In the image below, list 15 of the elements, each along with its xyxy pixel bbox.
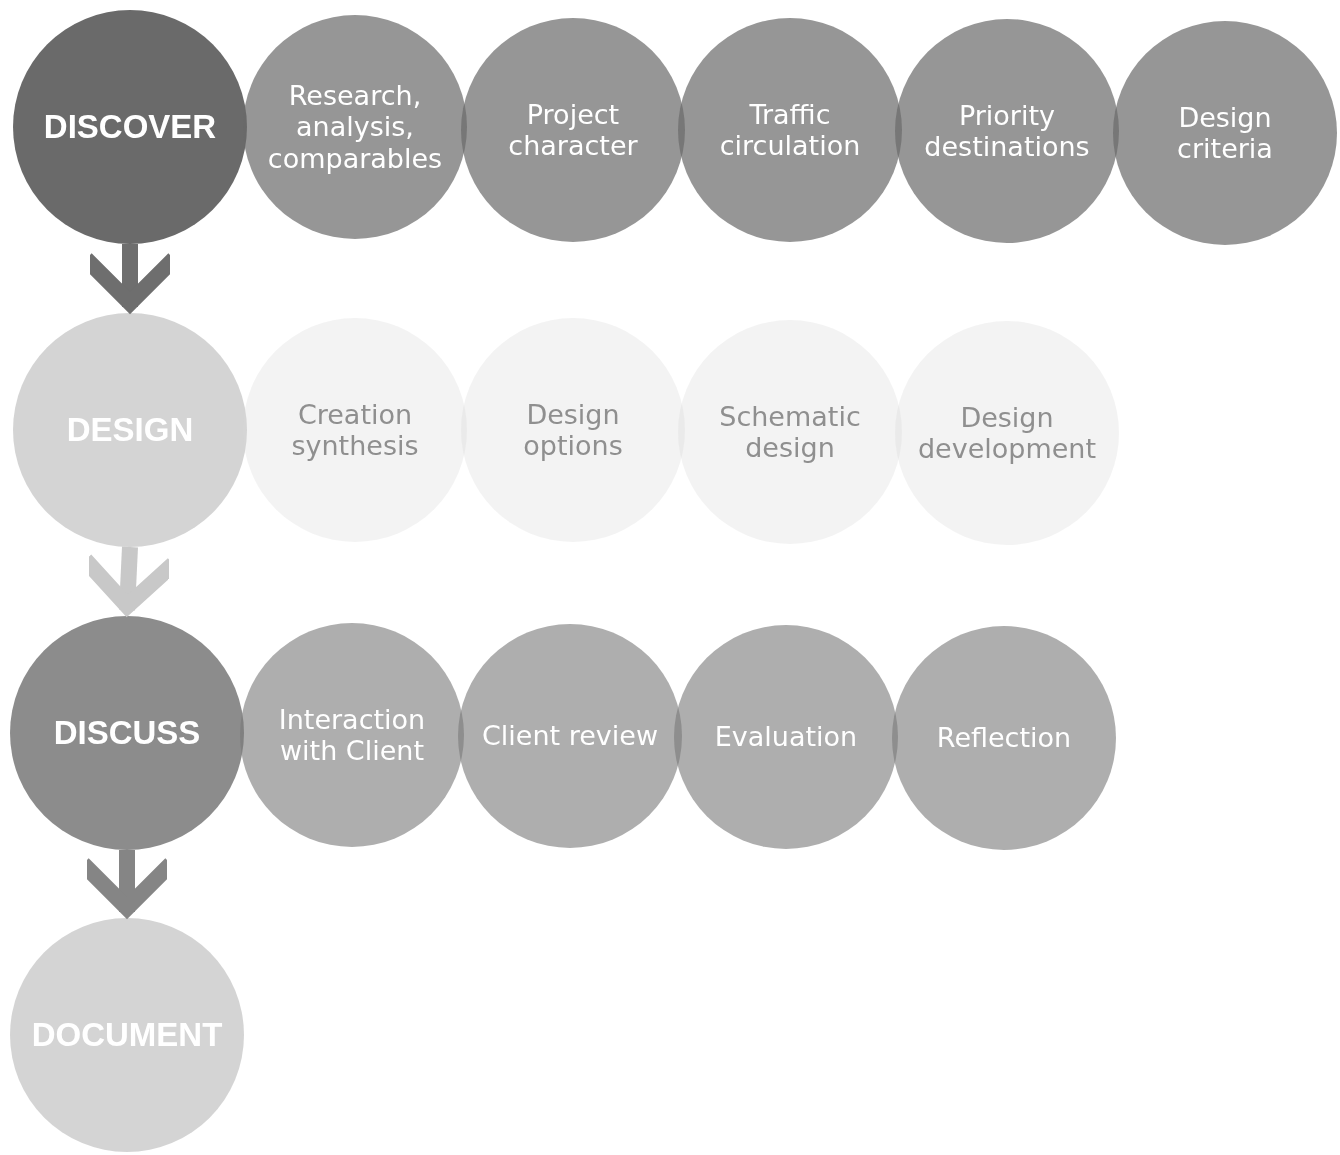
step-label: Design options — [522, 398, 624, 462]
step-label: Evaluation — [713, 721, 859, 753]
step-label: Design criteria — [1176, 101, 1274, 165]
step-label: Interaction with Client — [277, 703, 427, 767]
step-label: Schematic design — [718, 400, 862, 464]
step-label: Research, analysis, comparables — [266, 80, 444, 174]
step-label: Design development — [916, 401, 1098, 465]
step-label: Traffic circulation — [718, 98, 862, 162]
phase-label: DISCUSS — [53, 714, 201, 752]
step-label: Reflection — [935, 722, 1073, 754]
step-label: Creation synthesis — [290, 398, 420, 462]
phase-label: DISCOVER — [43, 108, 217, 146]
step-label: Priority destinations — [923, 99, 1091, 163]
step-label: Client review — [480, 720, 659, 752]
step-label: Project character — [507, 98, 639, 162]
